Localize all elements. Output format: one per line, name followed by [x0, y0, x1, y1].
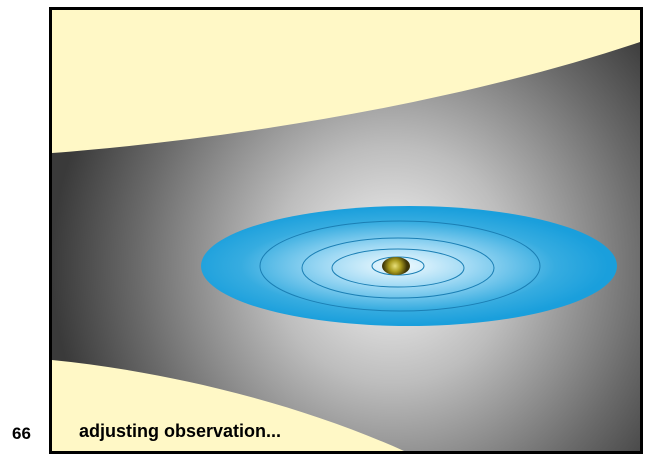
page-number: 66 [12, 424, 31, 443]
orbit-rings [259, 220, 541, 312]
orbit-ring-3 [301, 237, 495, 299]
orbit-ring-1 [371, 256, 425, 276]
space-illustration [52, 10, 640, 451]
caption-text: adjusting observation... [79, 421, 282, 441]
slide-frame: adjusting observation... [49, 7, 643, 454]
orbit-ring-4 [259, 220, 541, 312]
central-body [382, 257, 410, 275]
orbit-ring-2 [331, 248, 465, 288]
